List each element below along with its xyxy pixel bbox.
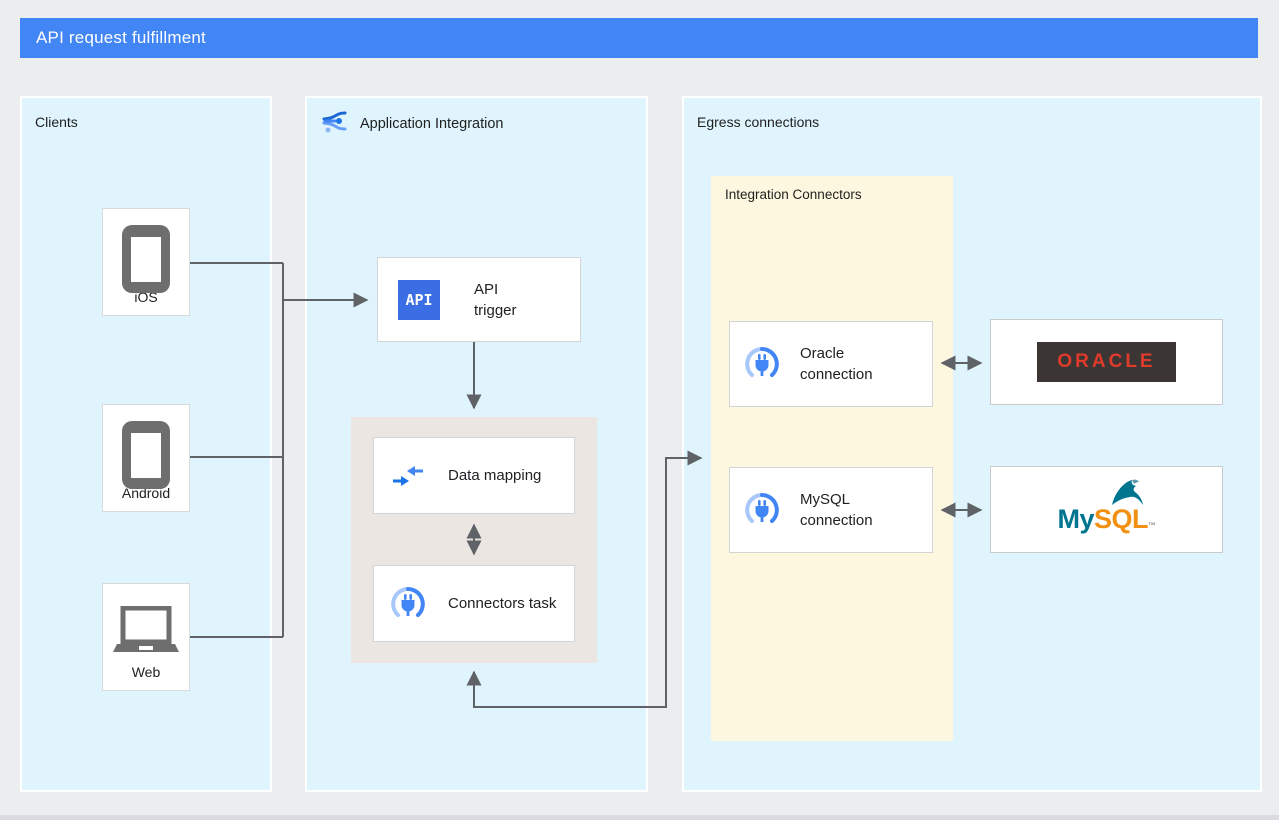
- mysql-logo-sql: SQL: [1094, 504, 1149, 534]
- web-client-card: Web: [102, 583, 190, 691]
- api-trigger-node: API API trigger: [377, 257, 581, 342]
- application-integration-label: Application Integration: [360, 115, 504, 132]
- integration-connectors-group: Integration Connectors: [711, 176, 953, 741]
- mysql-logo-card: MySQL™: [990, 466, 1223, 553]
- bottom-edge-strip: [0, 815, 1279, 820]
- mysql-logo-my: My: [1057, 504, 1094, 534]
- mysql-logo-tm: ™: [1148, 521, 1156, 530]
- mysql-dolphin-icon: [1108, 478, 1148, 513]
- phone-icon: [120, 223, 172, 300]
- mysql-connection-label: MySQL connection: [800, 491, 873, 529]
- oracle-connection-label: Oracle connection: [800, 345, 873, 383]
- application-integration-header: Application Integration: [318, 106, 504, 141]
- api-trigger-label: API trigger: [474, 280, 517, 319]
- ios-client-card: iOS: [102, 208, 190, 316]
- api-chip: API: [398, 279, 440, 320]
- oracle-logo-text: ORACLE: [1057, 351, 1156, 372]
- data-mapping-label: Data mapping: [448, 467, 542, 484]
- application-integration-icon: [318, 106, 348, 141]
- connectors-task-node: Connectors task: [373, 565, 575, 642]
- mysql-logo: MySQL™: [1057, 479, 1156, 535]
- data-mapping-node: Data mapping: [373, 437, 575, 514]
- oracle-logo: ORACLE: [1037, 342, 1176, 382]
- oracle-connection-node: Oracle connection: [729, 321, 933, 407]
- web-label: Web: [131, 664, 161, 680]
- connector-plug-icon: [390, 586, 426, 622]
- android-client-card: Android: [102, 404, 190, 512]
- integration-connectors-label: Integration Connectors: [725, 187, 862, 202]
- api-chip-text: API: [405, 290, 433, 309]
- oracle-logo-card: ORACLE: [990, 319, 1223, 405]
- diagram-title-bar: API request fulfillment: [20, 18, 1258, 58]
- diagram-title: API request fulfillment: [36, 28, 206, 47]
- connector-plug-icon: [744, 346, 780, 382]
- egress-panel-label: Egress connections: [697, 114, 820, 130]
- mysql-connection-node: MySQL connection: [729, 467, 933, 553]
- phone-icon: [120, 419, 172, 496]
- clients-panel-label: Clients: [35, 114, 78, 130]
- connector-plug-icon: [744, 492, 780, 528]
- data-mapping-icon: [392, 464, 424, 488]
- connectors-task-label: Connectors task: [448, 595, 557, 612]
- laptop-icon: [113, 605, 179, 663]
